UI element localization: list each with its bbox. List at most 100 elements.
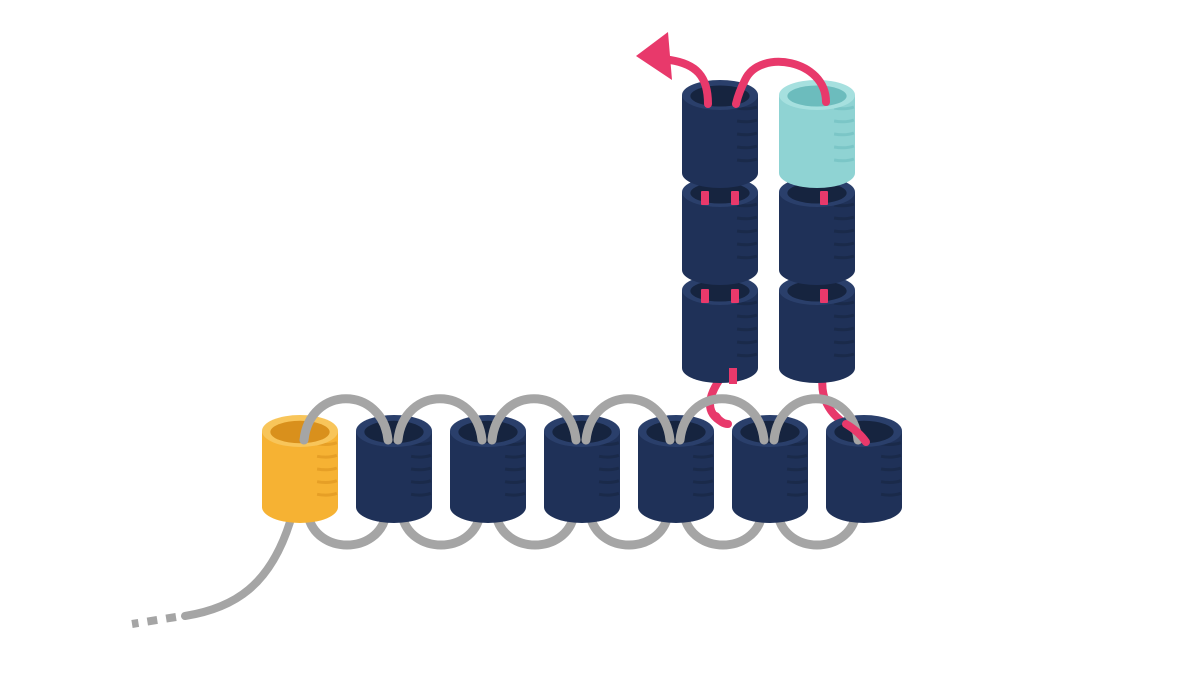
cylinder-ridge: [833, 105, 855, 111]
pink-marker: [731, 191, 739, 205]
cylinder-ridge: [598, 453, 620, 459]
cylinder-ridge: [880, 453, 902, 459]
cylinder-ridge: [736, 105, 758, 111]
cylinder-ridge: [504, 466, 526, 472]
cylinder-hole: [740, 420, 800, 444]
cylinder-hole: [787, 182, 847, 204]
cylinder-ridge: [410, 466, 432, 472]
cylinder-ridge: [833, 131, 855, 137]
cylinder-body: [544, 431, 620, 523]
cylinder-body: [682, 95, 758, 188]
cylinder-ridge: [736, 339, 758, 345]
cylinder-ridge: [692, 479, 714, 484]
cylinder-ridge: [833, 326, 855, 332]
cylinder-ridge: [736, 202, 758, 208]
row-cylinder: [544, 415, 620, 523]
pink-marker: [729, 368, 737, 384]
cylinder-ridge: [316, 491, 338, 497]
cylinder-ridge: [736, 254, 758, 260]
cylinder-body: [779, 290, 855, 383]
pink-marker: [820, 289, 828, 303]
cylinder-ridge: [504, 491, 526, 497]
cylinder-ridge: [786, 453, 808, 459]
stack-right-cylinder: [779, 80, 855, 188]
chain-lower-loop: [491, 510, 579, 550]
cylinder-ridge: [736, 241, 758, 247]
cylinder-ridge: [736, 215, 758, 221]
cylinder-ridge: [598, 491, 620, 497]
cylinders-layer: [262, 80, 902, 523]
cylinder-ridge: [316, 479, 338, 484]
cylinder-ridge: [692, 491, 714, 497]
chain-tail-dashed: [131, 613, 177, 628]
cylinder-hole: [270, 420, 330, 444]
row-cylinder: [262, 415, 338, 523]
pink-strand-right-entry: [842, 420, 870, 446]
cylinder-ridge: [736, 131, 758, 137]
cylinder-ridge: [598, 466, 620, 472]
cylinder-body: [779, 192, 855, 285]
row-cylinder: [732, 415, 808, 523]
cylinder-ridge: [736, 157, 758, 163]
cylinder-ridge: [504, 453, 526, 459]
cylinder-ridge: [692, 466, 714, 472]
cylinder-ridge: [736, 228, 758, 234]
cylinder-ridge: [880, 479, 902, 484]
cylinder-ridge: [833, 254, 855, 260]
chain-lower-loop: [679, 510, 767, 550]
cylinder-ridge: [316, 453, 338, 459]
row-cylinder: [450, 415, 526, 523]
chain-upper-loop: [675, 394, 769, 445]
pink-marker: [701, 191, 709, 205]
stack-left-cylinder: [682, 80, 758, 188]
cylinder-ridge: [833, 215, 855, 221]
cylinder-ridge: [692, 453, 714, 459]
chain-lower-loop: [585, 510, 673, 550]
chain-lower-loop: [303, 510, 391, 550]
row-cylinder: [638, 415, 714, 523]
cylinder-ridge: [736, 118, 758, 124]
chain-upper-loop: [487, 394, 581, 445]
row-cylinder: [356, 415, 432, 523]
cylinder-ridge: [316, 466, 338, 472]
cylinder-ridge: [833, 228, 855, 234]
chain-lower-loop: [397, 510, 485, 550]
cylinder-ridge: [504, 479, 526, 484]
cylinder-ridge: [833, 339, 855, 345]
cylinder-ridge: [880, 466, 902, 472]
chain-front-layer: [299, 32, 870, 446]
cylinder-body: [682, 192, 758, 285]
cylinder-ridge: [736, 144, 758, 150]
cylinder-ridge: [833, 157, 855, 163]
cylinder-hole: [552, 420, 612, 444]
cylinder-ridge: [786, 491, 808, 497]
cylinder-ridge: [833, 144, 855, 150]
stack-left-cylinder: [682, 177, 758, 285]
cylinder-body: [262, 431, 338, 523]
pink-strand-top-left: [666, 56, 712, 108]
arrow-left-icon: [636, 32, 672, 80]
chain-lower-loop: [773, 510, 861, 550]
row-cylinder: [826, 415, 902, 523]
cylinder-ridge: [736, 326, 758, 332]
cylinder-hole: [458, 420, 518, 444]
pink-marker: [731, 289, 739, 303]
cylinder-ridge: [833, 313, 855, 319]
cylinder-ridge: [736, 300, 758, 306]
stack-right-cylinder: [779, 177, 855, 285]
cylinder-body: [356, 431, 432, 523]
cylinder-ridge: [833, 118, 855, 124]
cylinder-ridge: [598, 479, 620, 484]
cylinder-body: [638, 431, 714, 523]
cylinder-ridge: [736, 313, 758, 319]
cylinder-body: [682, 290, 758, 383]
chain-upper-loop: [393, 394, 487, 445]
cylinder-ridge: [833, 352, 855, 358]
chain-back-layer: [131, 364, 861, 628]
cylinder-hole: [646, 420, 706, 444]
cylinder-ridge: [833, 300, 855, 306]
cylinder-ridge: [410, 479, 432, 484]
cylinder-body: [450, 431, 526, 523]
pink-strand-top-right: [732, 57, 830, 108]
cylinder-hole: [787, 85, 847, 107]
